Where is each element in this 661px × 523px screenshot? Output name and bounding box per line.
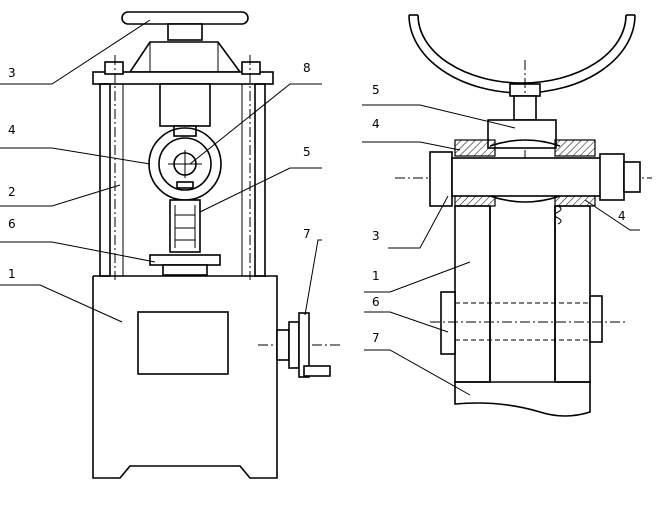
right-side-view: 5 4 3 4 1 6 7 xyxy=(362,14,652,417)
left-label-7: 7 xyxy=(303,227,311,241)
column-nut-left xyxy=(104,61,124,75)
crank-handle xyxy=(303,365,331,377)
left-label-6: 6 xyxy=(8,217,16,231)
spindle-block xyxy=(159,83,211,127)
base-window xyxy=(137,311,229,375)
left-label-4: 4 xyxy=(8,123,16,137)
left-front-view: 3 8 4 5 2 6 7 1 xyxy=(0,11,340,479)
frame-plate-left xyxy=(454,205,491,383)
right-label-3: 3 xyxy=(372,229,380,243)
spindle-end xyxy=(173,125,197,137)
right-label-4-top: 4 xyxy=(372,117,380,131)
stem xyxy=(513,95,537,121)
left-label-2: 2 xyxy=(8,185,16,199)
column-left xyxy=(99,83,111,277)
right-label-1: 1 xyxy=(372,269,380,283)
left-label-3: 3 xyxy=(8,66,16,80)
work-table xyxy=(149,254,221,266)
base-frame xyxy=(92,275,278,479)
spring xyxy=(554,205,562,225)
column-nut-right xyxy=(241,61,261,75)
jaw-top-left xyxy=(454,139,496,157)
jaw-top-right xyxy=(554,139,596,157)
bolt-nut xyxy=(599,153,625,201)
bolt-head xyxy=(429,151,453,207)
arc-wheel-outer xyxy=(408,14,636,94)
ring-clip xyxy=(176,181,194,189)
column-right xyxy=(254,83,266,277)
arc-wheel-inner xyxy=(417,14,627,84)
right-label-7: 7 xyxy=(372,331,380,345)
frame-plate-right xyxy=(554,205,591,383)
ring-inner xyxy=(158,137,212,191)
crank-hub xyxy=(276,329,290,361)
handwheel-hub xyxy=(167,23,203,41)
crank-arm xyxy=(298,312,310,378)
base-block xyxy=(454,381,591,417)
bolt-shank xyxy=(451,157,619,197)
upper-housing xyxy=(128,41,242,73)
handwheel xyxy=(121,11,249,25)
table-base xyxy=(162,264,208,276)
pin-head-left xyxy=(440,291,456,355)
pin-head-right xyxy=(589,295,603,343)
left-label-1: 1 xyxy=(8,267,16,281)
left-label-8: 8 xyxy=(303,61,311,75)
left-label-5: 5 xyxy=(303,145,311,159)
right-label-6: 6 xyxy=(372,295,380,309)
right-label-4-bottom: 4 xyxy=(618,209,626,223)
right-label-5: 5 xyxy=(372,83,380,97)
bolt-end xyxy=(623,161,641,193)
crank-wheel xyxy=(288,321,300,369)
